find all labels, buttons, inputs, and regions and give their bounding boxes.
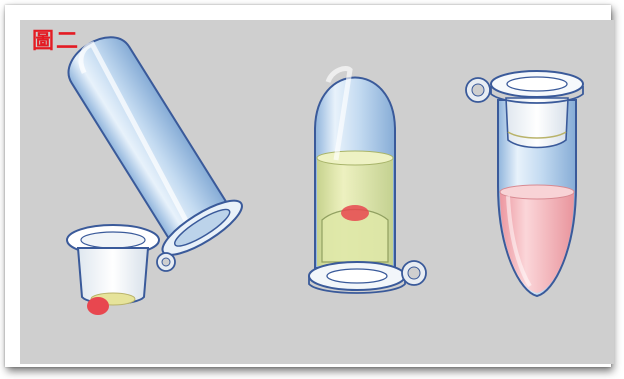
red-drop	[341, 205, 369, 221]
inverted-closed-tube	[309, 69, 426, 294]
detached-cap	[67, 225, 159, 315]
upright-closed-tube	[466, 71, 583, 296]
red-drop	[87, 297, 109, 315]
